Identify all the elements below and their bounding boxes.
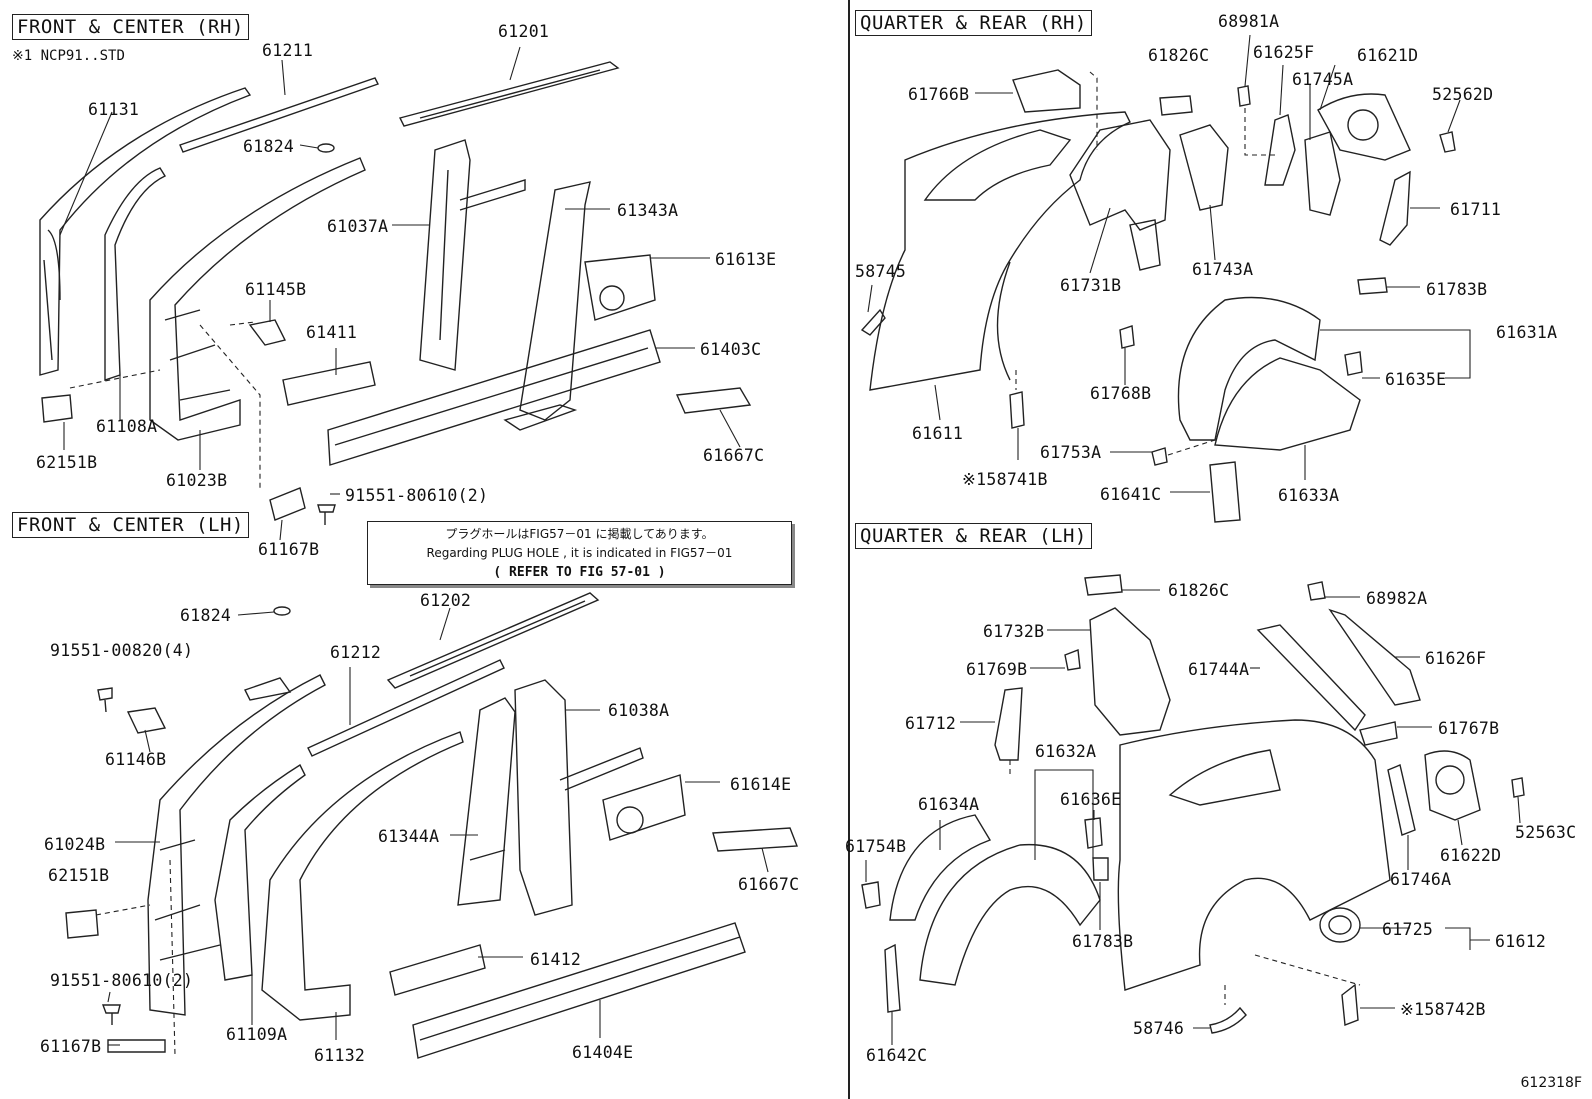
section-title-front-lh: FRONT & CENTER (LH) (12, 512, 249, 538)
part-label-61211[interactable]: 61211 (262, 41, 314, 60)
quarter-rh-parts (860, 69, 1456, 523)
section-title-quarter-lh: QUARTER & REAR (LH) (855, 523, 1092, 549)
figure-number: 612318F (1520, 1075, 1583, 1091)
part-label-61131[interactable]: 61131 (88, 100, 140, 119)
part-label-61753a[interactable]: 61753A (1040, 443, 1102, 462)
part-label-61711[interactable]: 61711 (1450, 200, 1502, 219)
part-label-68981a[interactable]: 68981A (1218, 12, 1280, 31)
part-label-61201[interactable]: 61201 (498, 22, 550, 41)
part-label-58741b[interactable]: ※158741B (962, 470, 1048, 489)
part-label-61109a[interactable]: 61109A (226, 1025, 288, 1044)
part-label-58745[interactable]: 58745 (855, 262, 907, 281)
part-label-58742b[interactable]: ※158742B (1400, 1000, 1486, 1019)
quarter-lh-parts (861, 574, 1525, 1034)
plug-hole-callout: プラグホールはFIG57－01 に掲載してあります。 Regarding PLU… (367, 521, 792, 585)
part-label-61108a[interactable]: 61108A (96, 417, 158, 436)
part-label-61783b-lh[interactable]: 61783B (1072, 932, 1134, 951)
ncp91-note: ※1 NCP91..STD (12, 48, 125, 64)
part-label-61403c[interactable]: 61403C (700, 340, 762, 359)
part-label-61732b[interactable]: 61732B (983, 622, 1045, 641)
leader-lines (59, 34, 1521, 1046)
part-label-62151b-lh[interactable]: 62151B (48, 866, 110, 885)
part-label-61634a[interactable]: 61634A (918, 795, 980, 814)
part-label-61132[interactable]: 61132 (314, 1046, 366, 1065)
section-title-quarter-rh: QUARTER & REAR (RH) (855, 10, 1092, 36)
part-label-61743a[interactable]: 61743A (1192, 260, 1254, 279)
part-label-61768b[interactable]: 61768B (1090, 384, 1152, 403)
part-label-58746[interactable]: 58746 (1133, 1019, 1185, 1038)
part-label-61769b[interactable]: 61769B (966, 660, 1028, 679)
part-label-61023b[interactable]: 61023B (166, 471, 228, 490)
part-label-91551-80610-rh[interactable]: 91551-80610(2) (345, 486, 489, 505)
part-label-61626f[interactable]: 61626F (1425, 649, 1487, 668)
part-label-61667c-lh[interactable]: 61667C (738, 875, 800, 894)
part-label-61412[interactable]: 61412 (530, 950, 582, 969)
part-label-61404e[interactable]: 61404E (572, 1043, 634, 1062)
part-label-61745a[interactable]: 61745A (1292, 70, 1354, 89)
part-label-61613e[interactable]: 61613E (715, 250, 777, 269)
part-label-61636e[interactable]: 61636E (1060, 790, 1122, 809)
front-rh-parts (39, 61, 752, 525)
part-label-61145b[interactable]: 61145B (245, 280, 307, 299)
part-label-61744a[interactable]: 61744A (1188, 660, 1250, 679)
part-label-61611[interactable]: 61611 (912, 424, 964, 443)
part-label-61038a[interactable]: 61038A (608, 701, 670, 720)
part-label-61635e[interactable]: 61635E (1385, 370, 1447, 389)
part-label-61725[interactable]: 61725 (1382, 920, 1434, 939)
part-label-61633a[interactable]: 61633A (1278, 486, 1340, 505)
callout-refer-link[interactable]: ( REFER TO FIG 57-01 ) (493, 565, 666, 580)
part-label-61767b[interactable]: 61767B (1438, 719, 1500, 738)
section-title-front-rh: FRONT & CENTER (RH) (12, 14, 249, 40)
part-label-61631a[interactable]: 61631A (1496, 323, 1558, 342)
part-label-61824[interactable]: 61824 (243, 137, 295, 156)
callout-line-en: Regarding PLUG HOLE , it is indicated in… (426, 546, 733, 560)
part-label-61746a[interactable]: 61746A (1390, 870, 1452, 889)
part-label-61731b[interactable]: 61731B (1060, 276, 1122, 295)
part-label-61826c-lh[interactable]: 61826C (1168, 581, 1230, 600)
part-label-61754b[interactable]: 61754B (845, 837, 907, 856)
part-label-61202[interactable]: 61202 (420, 591, 472, 610)
part-label-61641c[interactable]: 61641C (1100, 485, 1162, 504)
part-label-61826c-rh[interactable]: 61826C (1148, 46, 1210, 65)
part-label-61344a[interactable]: 61344A (378, 827, 440, 846)
part-label-61024b[interactable]: 61024B (44, 835, 106, 854)
part-label-61212[interactable]: 61212 (330, 643, 382, 662)
part-label-61167b-lh[interactable]: 61167B (40, 1037, 102, 1056)
part-label-61167b-rh[interactable]: 61167B (258, 540, 320, 559)
part-label-61614e[interactable]: 61614E (730, 775, 792, 794)
part-label-61625f[interactable]: 61625F (1253, 43, 1315, 62)
part-label-61824-lh[interactable]: 61824 (180, 606, 232, 625)
part-label-61343a[interactable]: 61343A (617, 201, 679, 220)
front-lh-parts (65, 592, 798, 1059)
part-label-61146b[interactable]: 61146B (105, 750, 167, 769)
part-label-68982a[interactable]: 68982A (1366, 589, 1428, 608)
part-label-61632a[interactable]: 61632A (1035, 742, 1097, 761)
part-label-61622d[interactable]: 61622D (1440, 846, 1502, 865)
part-label-61667c-rh[interactable]: 61667C (703, 446, 765, 465)
part-label-61411[interactable]: 61411 (306, 323, 358, 342)
part-label-52563c[interactable]: 52563C (1515, 823, 1577, 842)
center-divider (848, 0, 850, 1099)
part-label-61621d[interactable]: 61621D (1357, 46, 1419, 65)
part-label-61037a[interactable]: 61037A (327, 217, 389, 236)
part-label-61612[interactable]: 61612 (1495, 932, 1547, 951)
part-label-61712[interactable]: 61712 (905, 714, 957, 733)
part-label-61642c[interactable]: 61642C (866, 1046, 928, 1065)
part-label-61766b[interactable]: 61766B (908, 85, 970, 104)
part-label-52562d[interactable]: 52562D (1432, 85, 1494, 104)
callout-line-jp: プラグホールはFIG57－01 に掲載してあります。 (445, 527, 714, 541)
part-label-62151b-rh[interactable]: 62151B (36, 453, 98, 472)
part-label-91551-80610-lh[interactable]: 91551-80610(2) (50, 971, 194, 990)
part-label-91551-00820[interactable]: 91551-00820(4) (50, 641, 194, 660)
part-label-61783b-rh[interactable]: 61783B (1426, 280, 1488, 299)
